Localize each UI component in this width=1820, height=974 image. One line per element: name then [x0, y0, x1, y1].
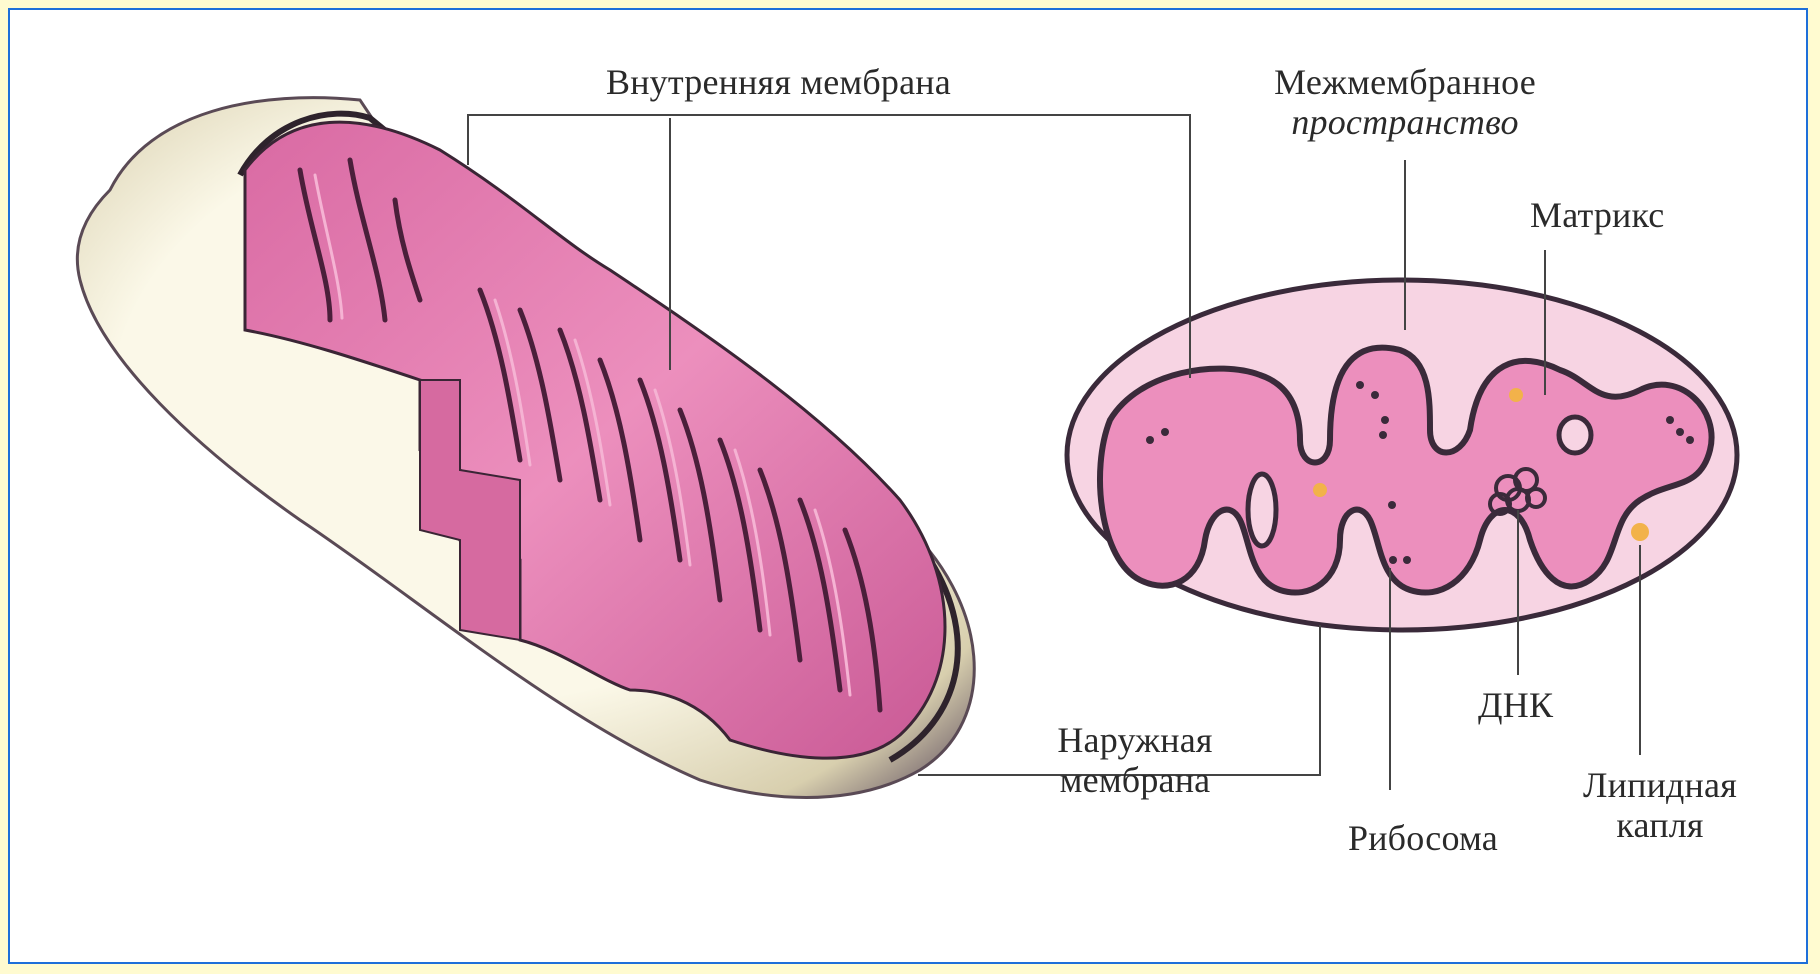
label-intermembrane-space-line2: пространство — [1250, 102, 1560, 142]
label-outer-membrane-line2: мембрана — [1035, 760, 1235, 800]
label-matrix: Матрикс — [1530, 195, 1664, 235]
label-lipid-droplet-line1: Липидная — [1565, 765, 1755, 805]
label-outer-membrane: Наружная мембрана — [1035, 720, 1235, 800]
label-lipid-droplet-line2: капля — [1565, 805, 1755, 845]
mitochondrion-cross-section — [1067, 280, 1737, 630]
label-ribosome: Рибосома — [1348, 818, 1498, 858]
label-intermembrane-space-line1: Межмембранное — [1250, 62, 1560, 102]
mitochondrion-3d — [77, 98, 974, 798]
label-lipid-droplet: Липидная капля — [1565, 765, 1755, 845]
label-intermembrane-space: Межмембранное пространство — [1250, 62, 1560, 142]
label-dna: ДНК — [1478, 685, 1553, 725]
label-inner-membrane: Внутренняя мембрана — [606, 62, 951, 102]
label-outer-membrane-line1: Наружная — [1035, 720, 1235, 760]
